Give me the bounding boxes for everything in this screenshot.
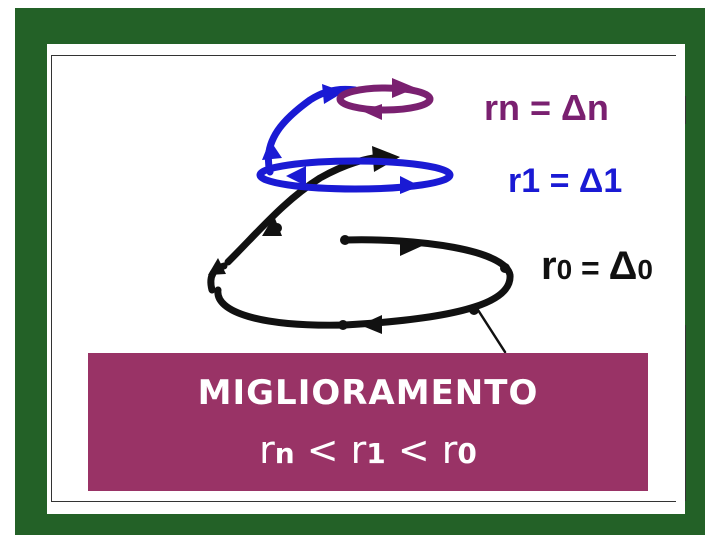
arrow-head [400, 238, 422, 256]
formula-r: r [259, 428, 275, 472]
loop-r0 [214, 236, 514, 329]
label-rn-delta: Δn [561, 87, 609, 128]
tail-line [476, 308, 507, 354]
node-marker [500, 263, 510, 273]
spiral-level-1-markers [262, 84, 420, 194]
label-r0-delta: Δ [608, 244, 638, 288]
arrow-head [262, 140, 282, 160]
arrow-head [360, 315, 382, 334]
node-marker [469, 305, 479, 315]
arrow-head [392, 78, 416, 98]
arrow-head [208, 258, 226, 275]
label-r0-sub: 0 [556, 254, 573, 285]
formula-sub: 1 [366, 437, 386, 470]
frame-line-top [51, 55, 676, 56]
formula-sub: n [274, 437, 295, 470]
label-r0: r0 = Δ0 [541, 246, 653, 286]
rise-r0-r1 [224, 152, 392, 266]
label-r1-eq: = [540, 162, 579, 200]
conclusion-banner: MIGLIORAMENTO rn < r1 < r0 [88, 353, 648, 491]
label-r1: r1 = Δ1 [508, 164, 622, 198]
spiral-level-n-markers [362, 78, 416, 120]
formula-operator: < [385, 428, 442, 472]
formula-r: r [350, 428, 367, 472]
formula-sub: 0 [457, 437, 477, 470]
node-marker [338, 320, 348, 330]
label-rn-r: rn [484, 87, 520, 128]
label-rn-eq: = [520, 87, 562, 128]
label-r1-delta: Δ1 [578, 162, 623, 200]
loop-rn [336, 84, 434, 114]
banner-title: MIGLIORAMENTO [197, 373, 539, 413]
formula-operator: < [294, 428, 351, 472]
frame-line-right-lower [685, 325, 686, 501]
frame-line-right [685, 96, 686, 124]
arrow-head [400, 176, 420, 194]
banner-formula: rn < r1 < r0 [88, 428, 648, 472]
frame-line-bottom [51, 501, 676, 502]
formula-r: r [441, 428, 458, 472]
spiral-level-n [336, 84, 434, 114]
label-r0-delta-sub: 0 [637, 254, 653, 285]
loop-r1 [256, 157, 454, 193]
arrow-head [262, 216, 282, 236]
spiral-level-0 [207, 152, 514, 354]
label-r0-eq: = [572, 250, 609, 286]
arrow-head [322, 84, 344, 104]
label-r0-r: r [541, 244, 557, 288]
node-marker [340, 235, 350, 245]
arrow-head [286, 166, 306, 186]
label-rn: rn = Δn [484, 90, 609, 126]
frame-line-left [51, 55, 52, 502]
arrow-head [362, 104, 382, 120]
label-r1-r: r1 [508, 162, 541, 200]
